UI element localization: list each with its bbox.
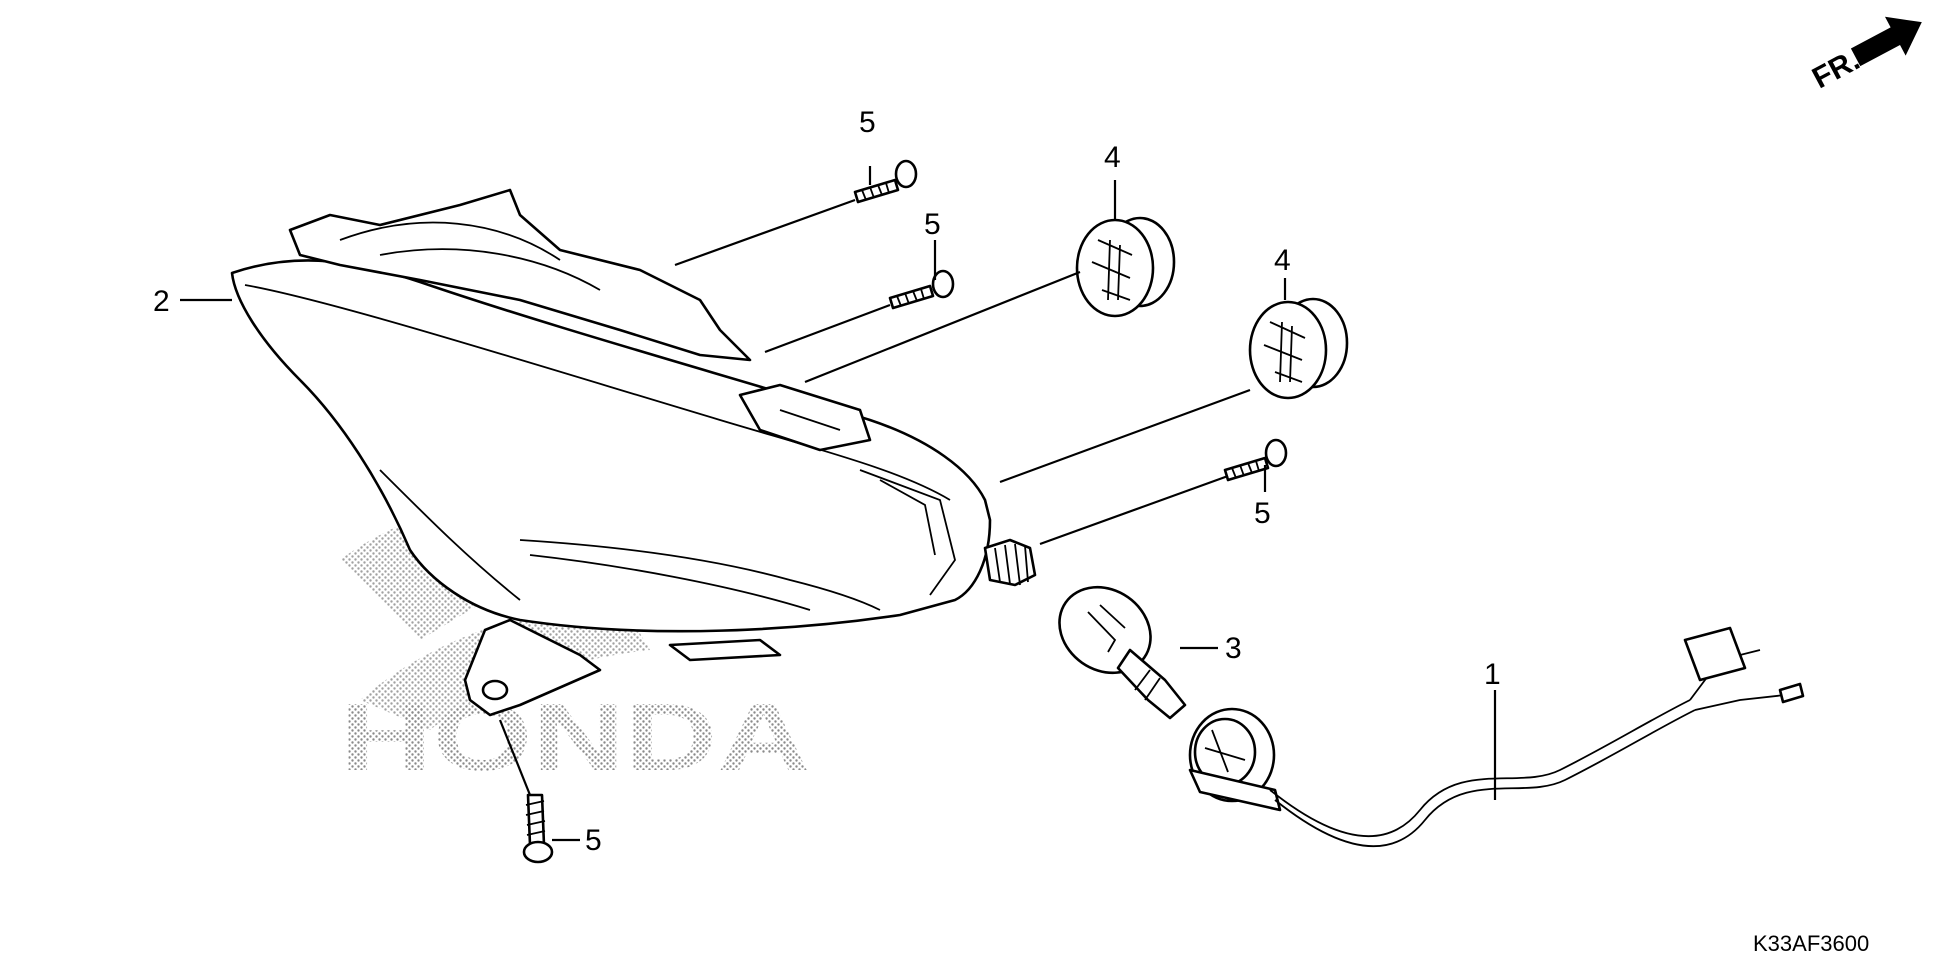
callout-5-bottom: 5 [585,824,602,857]
front-direction-indicator: FR. [1807,16,1922,95]
callout-4-upper: 4 [1104,141,1121,174]
callout-5-top: 5 [859,106,876,139]
grommet-upper [1075,216,1176,318]
front-arrow-icon [1850,16,1922,67]
screw-bottom [522,793,554,864]
bulb [1058,585,1187,720]
callout-1: 1 [1484,658,1501,691]
leader-lines [180,166,1497,842]
screw-top [853,159,918,204]
callout-5-mid: 5 [924,208,941,241]
callout-5-right: 5 [1254,497,1271,530]
taillight-housing [230,188,1037,717]
callout-2: 2 [153,285,170,318]
screw-right [1223,438,1288,482]
watermark-text: HONDA [340,684,810,791]
socket-harness [1188,626,1805,848]
screw-mid [888,269,955,310]
callouts: 2 5 5 4 4 5 3 1 5 [153,106,1501,857]
drawing-code: K33AF3600 [1753,931,1869,956]
callout-3: 3 [1225,632,1242,665]
callout-4-lower: 4 [1274,244,1291,277]
grommet-lower [1248,297,1349,400]
